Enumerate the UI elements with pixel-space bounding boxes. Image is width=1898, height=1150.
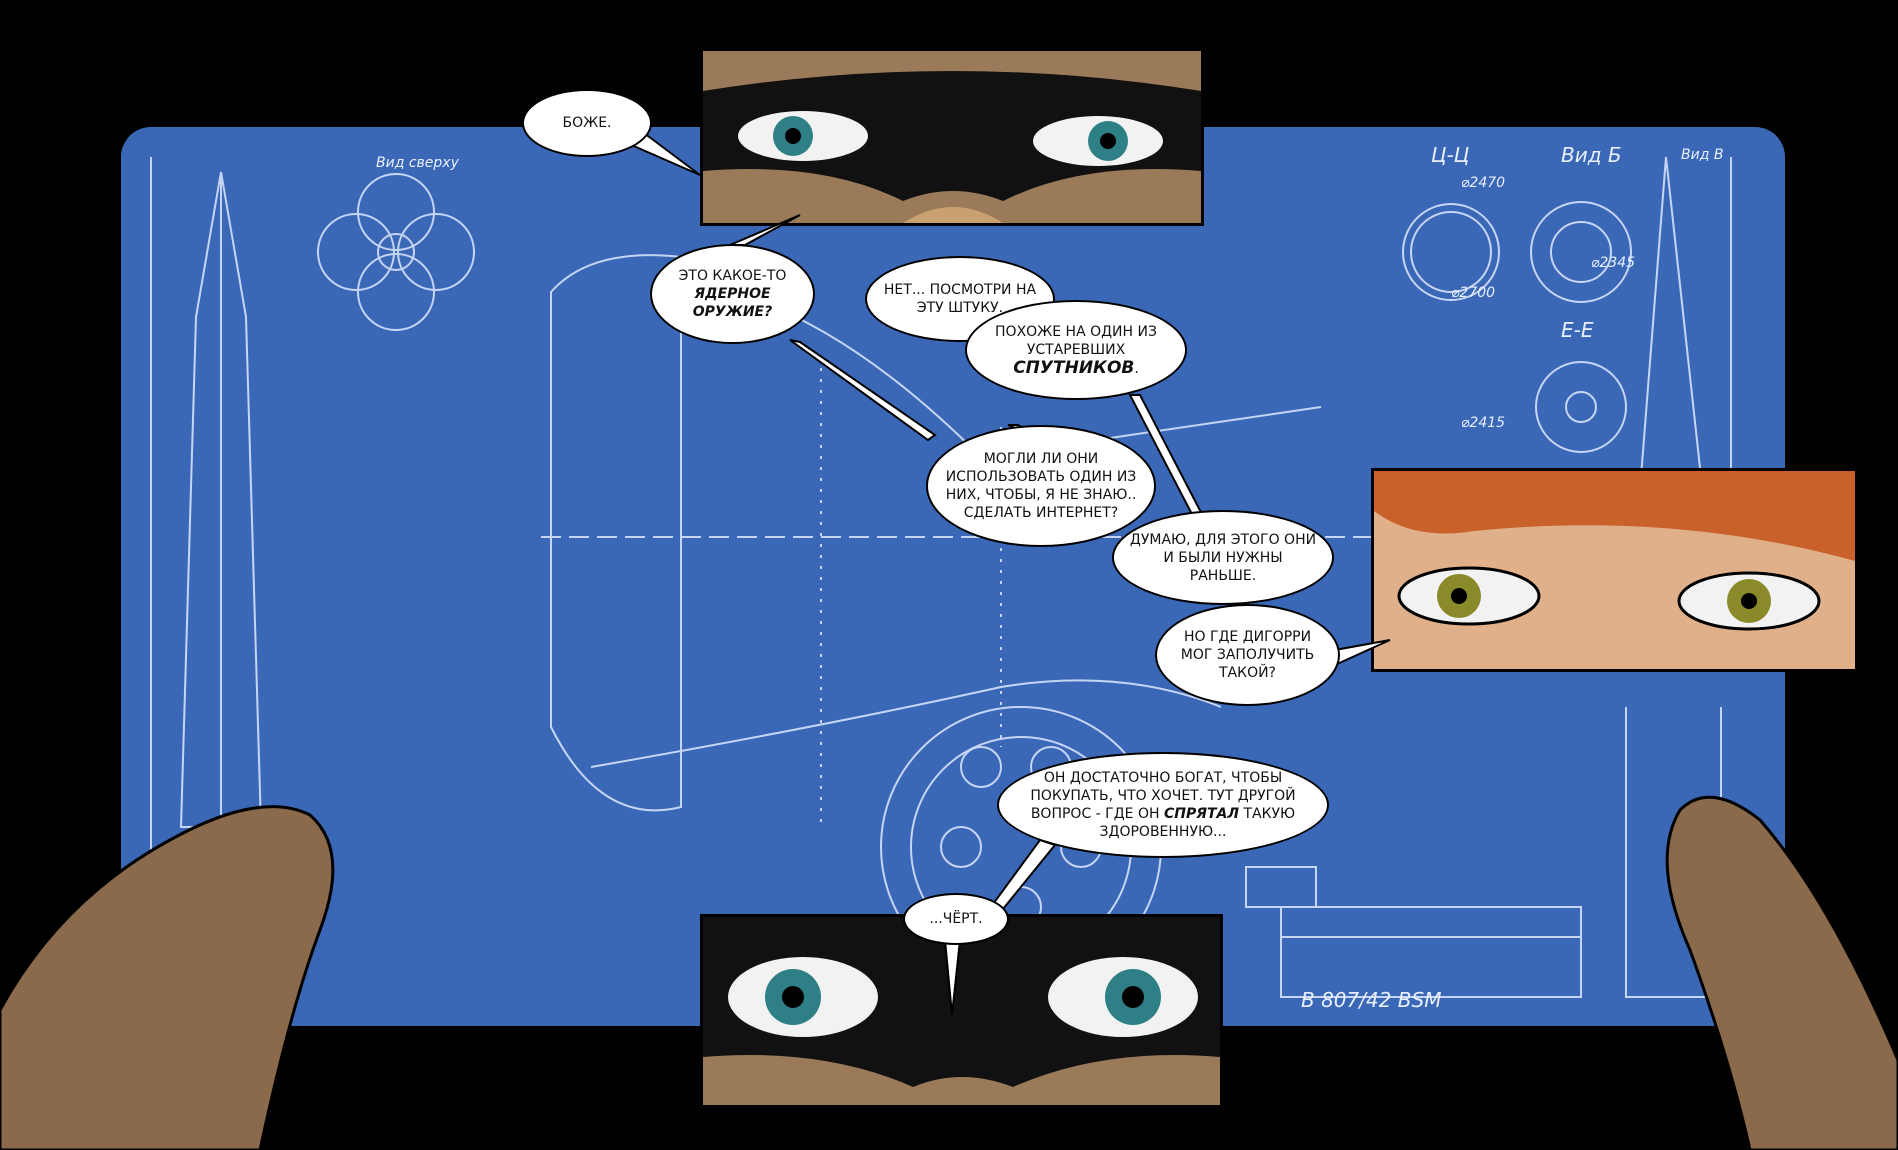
redhead-eyes-illustration [1374,471,1855,631]
label-view-b: Вид Б [1561,143,1622,167]
bubble-text: Похоже на один из устаревших [995,323,1157,358]
bubble-text: ...Чёрт. [929,911,983,927]
dim-2: ⌀2345 [1591,255,1635,271]
bubble-text: Думаю, для этого они и были нужны раньше… [1129,531,1317,584]
bubble-emphasis: спутников [1013,357,1135,378]
bubble-text-end: . [1134,360,1139,377]
bubble-text: Боже. [562,115,612,131]
speech-bubble-3: Нет... посмотри на эту штуку. [865,256,1055,342]
bubble-text: Нет... посмотри на эту штуку. [883,282,1037,316]
masked-eyes-wide-illustration [703,917,1220,1087]
bubble-text-end: такую здоровенную... [1099,806,1296,840]
dim-4: ⌀2415 [1461,415,1505,431]
label-section-c: Ц-Ц [1431,143,1469,167]
panel-right-redhead-eyes [1371,468,1858,672]
right-thumb [1665,795,1898,1150]
dim-3: ⌀2700 [1451,285,1495,301]
speech-bubble-2: Это какое-то ядерное оружие? [650,244,815,344]
label-view-v: Вид В [1681,147,1723,163]
speech-bubble-4: Похоже на один из устаревшихспутников. [965,300,1187,400]
panel-top-masked-eyes [700,48,1204,226]
bubble-emphasis: спрятал [1163,806,1239,822]
label-view-top: Вид сверху [376,155,460,171]
bubble-text: Он достаточно богат, чтобы покупать, что… [1030,770,1296,822]
left-thumb [0,805,335,1150]
panel-bottom-masked-eyes [700,914,1223,1108]
bubble-text: Это какое-то [678,268,787,284]
drawing-number: B 807/42 BSM [1301,988,1441,1012]
dim-1: ⌀2470 [1461,175,1505,191]
speech-bubble-1: Боже. [522,89,652,157]
speech-bubble-7: Но где Дигорри мог заполучить такой? [1155,604,1340,706]
speech-bubble-8: Он достаточно богат, чтобы покупать, что… [997,752,1329,858]
masked-eyes-illustration [703,71,1201,223]
label-section-e: Е-Е [1561,318,1594,342]
speech-bubble-5: Могли ли они использовать один из них, ч… [926,425,1156,547]
bubble-text: Но где Дигорри мог заполучить такой? [1180,629,1315,681]
speech-bubble-6: Думаю, для этого они и были нужны раньше… [1112,510,1334,605]
bubble-emphasis: ядерное оружие? [692,286,773,320]
bubble-text: Могли ли они использовать один из них, ч… [945,451,1137,521]
speech-bubble-9: ...Чёрт. [903,893,1009,945]
